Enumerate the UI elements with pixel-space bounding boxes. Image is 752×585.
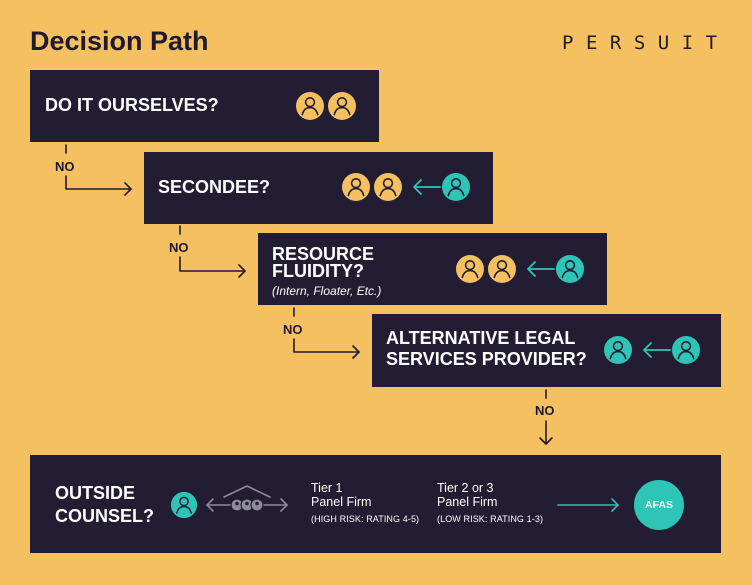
tier2-note: (LOW RISK: RATING 1-3) <box>437 514 544 524</box>
connector-1b <box>65 175 132 190</box>
connector-3-head <box>352 345 360 359</box>
step-resource-fluidity: RESOURCE FLUIDITY? (Intern, Floater, Etc… <box>258 233 607 305</box>
step-label: SECONDEE? <box>158 177 271 197</box>
step-outside-counsel: OUTSIDE COUNSEL? Tier 1 Panel Firm (HIGH… <box>30 455 721 553</box>
connector-2b <box>179 256 246 272</box>
tier1-title: Tier 1 <box>311 481 343 495</box>
tier1-note: (HIGH RISK: RATING 4-5) <box>311 514 420 524</box>
step-note: (Intern, Floater, Etc.) <box>272 284 382 298</box>
step-label-line1: OUTSIDE <box>55 483 136 503</box>
step-do-it-ourselves: DO IT OURSELVES? <box>30 70 379 142</box>
persuit-logo: PERSUIT <box>562 32 730 54</box>
step-label-line2: COUNSEL? <box>55 506 154 526</box>
step-label-line1: ALTERNATIVE LEGAL <box>386 328 576 348</box>
connector-2-head <box>238 264 246 278</box>
page-title: Decision Path <box>30 26 209 56</box>
no-label: NO <box>55 159 75 174</box>
tier2-subtitle: Panel Firm <box>437 495 498 509</box>
step-label: DO IT OURSELVES? <box>45 95 219 115</box>
tier1-subtitle: Panel Firm <box>311 495 372 509</box>
afas-badge: AFAS <box>634 480 684 530</box>
step-label-line2: SERVICES PROVIDER? <box>386 349 587 369</box>
tier2-title: Tier 2 or 3 <box>437 481 494 495</box>
step-secondee: SECONDEE? <box>144 152 493 224</box>
step-label-line2: FLUIDITY? <box>272 261 364 281</box>
connector-4-head <box>539 437 553 445</box>
step-label-line1: RESOURCE <box>272 244 375 264</box>
panel-firm-icon <box>206 485 288 512</box>
no-label: NO <box>169 240 189 255</box>
arrow-right-icon <box>557 498 619 512</box>
afas-badge-label: AFAS <box>644 499 673 511</box>
step-alternative-legal-services: ALTERNATIVE LEGAL SERVICES PROVIDER? <box>372 314 721 387</box>
connector-3b <box>293 338 360 353</box>
no-label: NO <box>535 403 555 418</box>
no-label: NO <box>283 322 303 337</box>
connector-1-head <box>124 182 132 196</box>
